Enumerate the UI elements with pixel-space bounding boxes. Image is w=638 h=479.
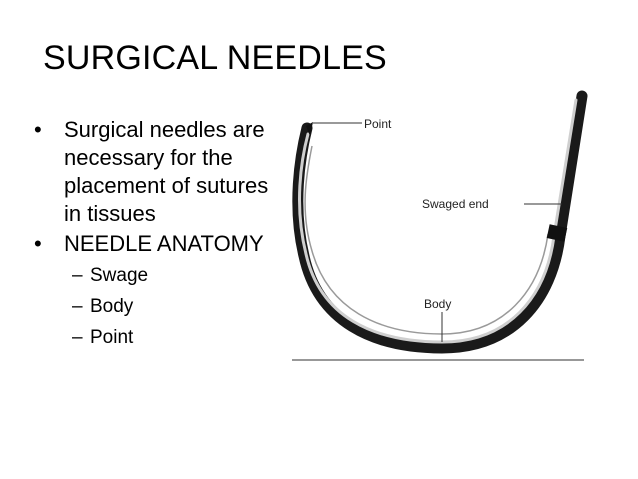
sub-bullet-marker: –: [72, 327, 83, 348]
needle-diagram: Point Swaged end Body: [292, 90, 588, 361]
bullet-item: • NEEDLE ANATOMY: [34, 230, 279, 258]
bullet-list: • Surgical needles are necessary for the…: [34, 116, 279, 353]
bullet-item: • Surgical needles are necessary for the…: [34, 116, 279, 228]
sub-bullet-marker: –: [72, 296, 83, 317]
needle-anatomy-figure: Point Swaged end Body: [282, 86, 602, 376]
sub-bullet-text: Body: [90, 296, 134, 317]
needle-body-inner: [304, 145, 549, 335]
sub-bullet-marker: –: [72, 265, 83, 286]
label-body: Body: [424, 297, 451, 311]
label-swaged-end: Swaged end: [422, 197, 489, 211]
needle-point: [306, 122, 313, 136]
bullet-text: NEEDLE ANATOMY: [64, 231, 264, 256]
sub-bullet-item: – Point: [34, 322, 279, 353]
needle-body: [292, 90, 588, 354]
sub-bullet-item: – Swage: [34, 260, 279, 291]
bullet-text: Surgical needles are necessary for the p…: [64, 117, 269, 226]
slide-title: SURGICAL NEEDLES: [43, 39, 387, 77]
swaged-end-band: [546, 224, 568, 242]
needle-body-highlight: [298, 98, 578, 344]
sub-bullet-item: – Body: [34, 291, 279, 322]
sub-bullet-text: Point: [90, 327, 134, 348]
sub-bullet-text: Swage: [90, 265, 149, 286]
label-point: Point: [364, 117, 392, 131]
bullet-marker: •: [34, 231, 42, 256]
bullet-marker: •: [34, 117, 42, 142]
